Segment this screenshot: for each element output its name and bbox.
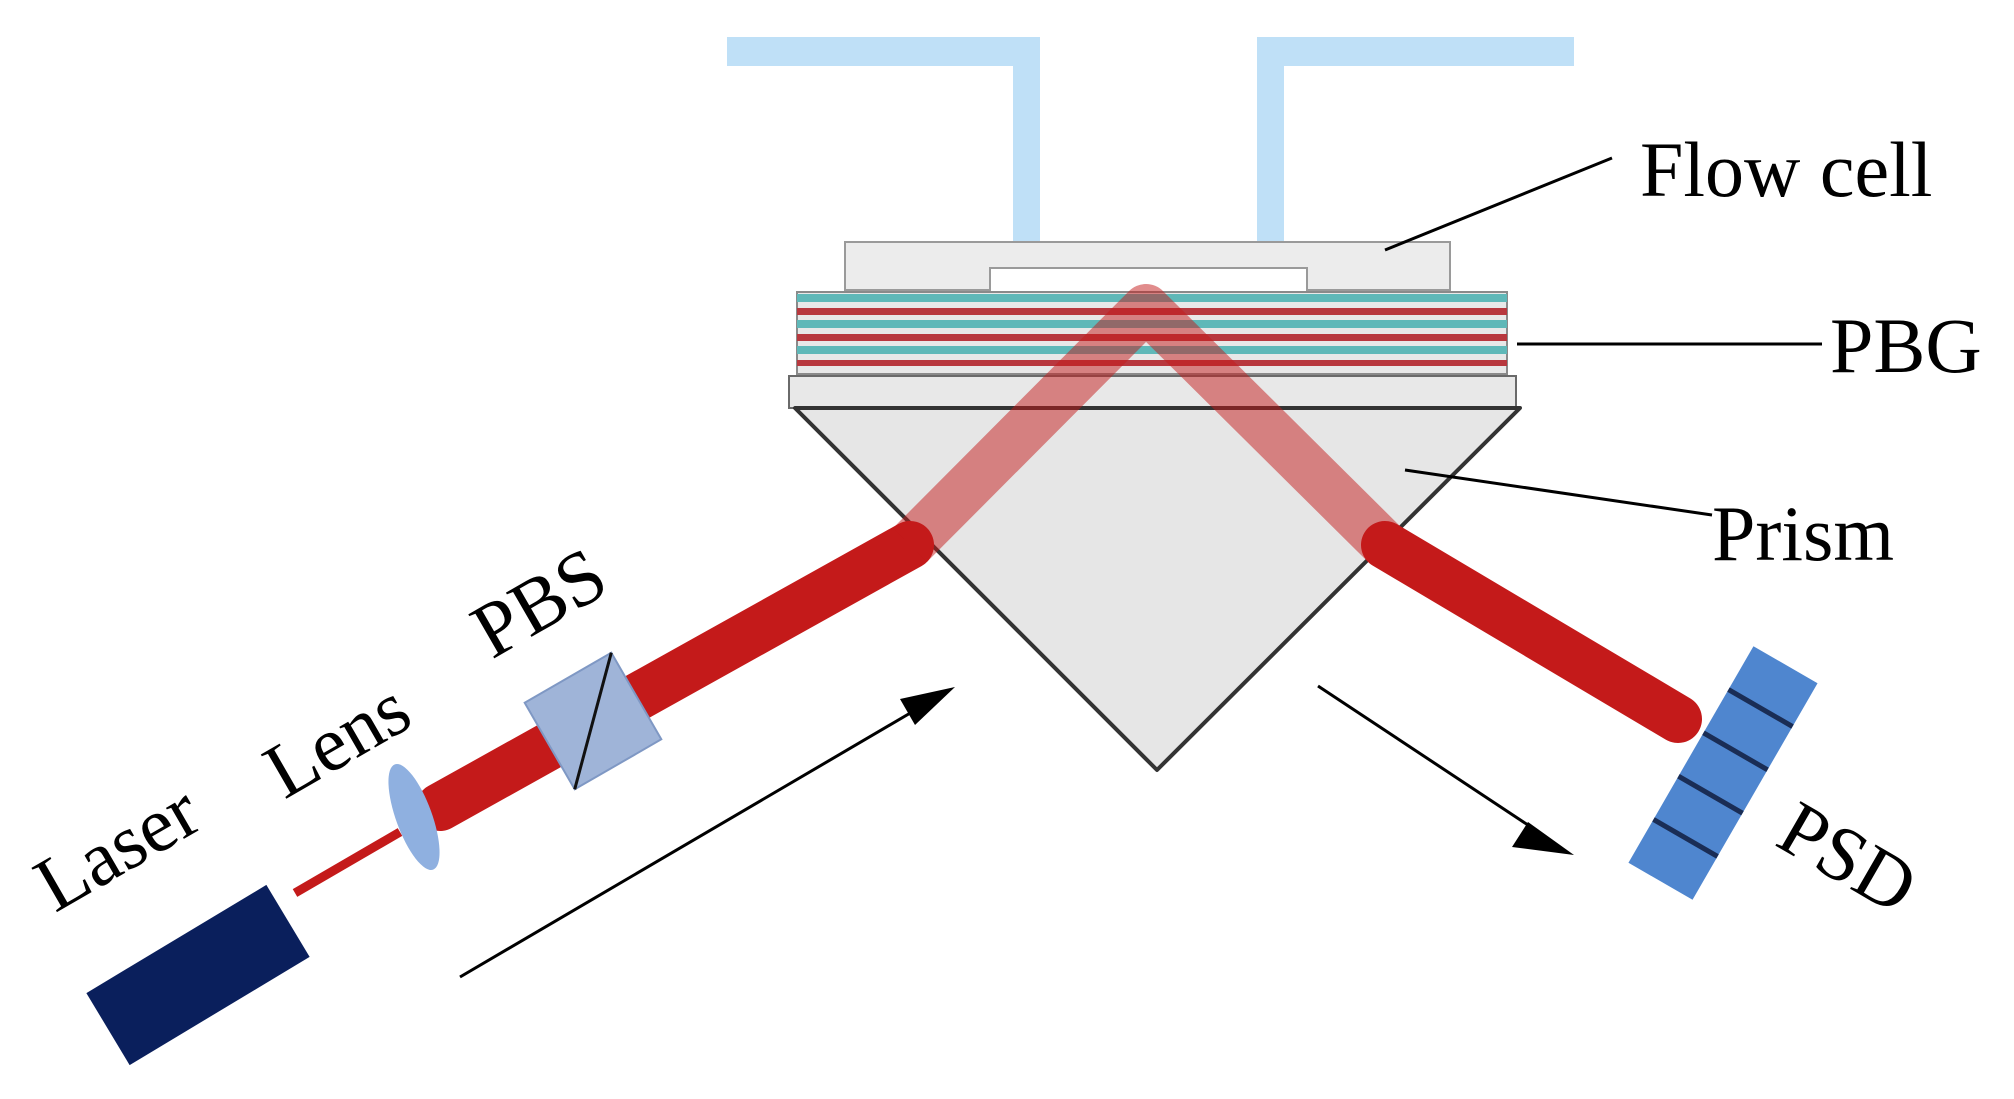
psd-segment-line: [1652, 817, 1719, 859]
pbs-diagonal: [573, 652, 613, 790]
beam-reflected-segment: [1361, 521, 1702, 743]
beam-inside-prism: [892, 284, 1402, 563]
outlet-tube-horizontal: [1257, 37, 1574, 66]
pbg-base-plate: [788, 375, 1517, 409]
pbg-layer-teal: [797, 346, 1507, 354]
laser-source: [86, 884, 310, 1066]
outlet-tube-vertical: [1257, 37, 1284, 270]
beam-thin-segment: [292, 828, 403, 897]
label-psd: PSD: [1765, 784, 1932, 931]
laser-beam: [292, 284, 1702, 897]
label-prism: Prism: [1712, 490, 1894, 577]
leader-lines: [1384, 156, 1822, 517]
pbs-cube: [523, 651, 663, 791]
reflected-arrow-head: [1512, 822, 1574, 855]
flow-cell: [844, 241, 1451, 293]
psd-detector: [1628, 646, 1818, 900]
reflected-arrow-shaft: [1317, 684, 1535, 831]
incident-arrow-shaft: [459, 710, 913, 979]
label-laser: Laser: [20, 766, 214, 928]
inlet-tube-vertical: [1013, 37, 1040, 270]
psd-segment-line: [1677, 773, 1744, 816]
beam-incident-segment: [416, 521, 934, 831]
prism-leader: [1404, 468, 1713, 517]
fluid-tubes: [727, 37, 1574, 270]
psd-body: [1628, 646, 1818, 900]
psd-segment-line: [1702, 730, 1769, 773]
label-pbg: PBG: [1830, 302, 1982, 389]
direction-arrows: [459, 684, 1574, 979]
lens: [388, 764, 440, 870]
flow-cell-leader: [1384, 156, 1613, 252]
inlet-tube-horizontal: [727, 37, 1040, 66]
pbg-layer-red: [797, 360, 1507, 366]
psd-segment-line: [1727, 687, 1794, 729]
label-pbs: PBS: [457, 530, 621, 675]
label-flow-cell: Flow cell: [1640, 126, 1932, 213]
incident-arrow-head: [900, 687, 955, 725]
